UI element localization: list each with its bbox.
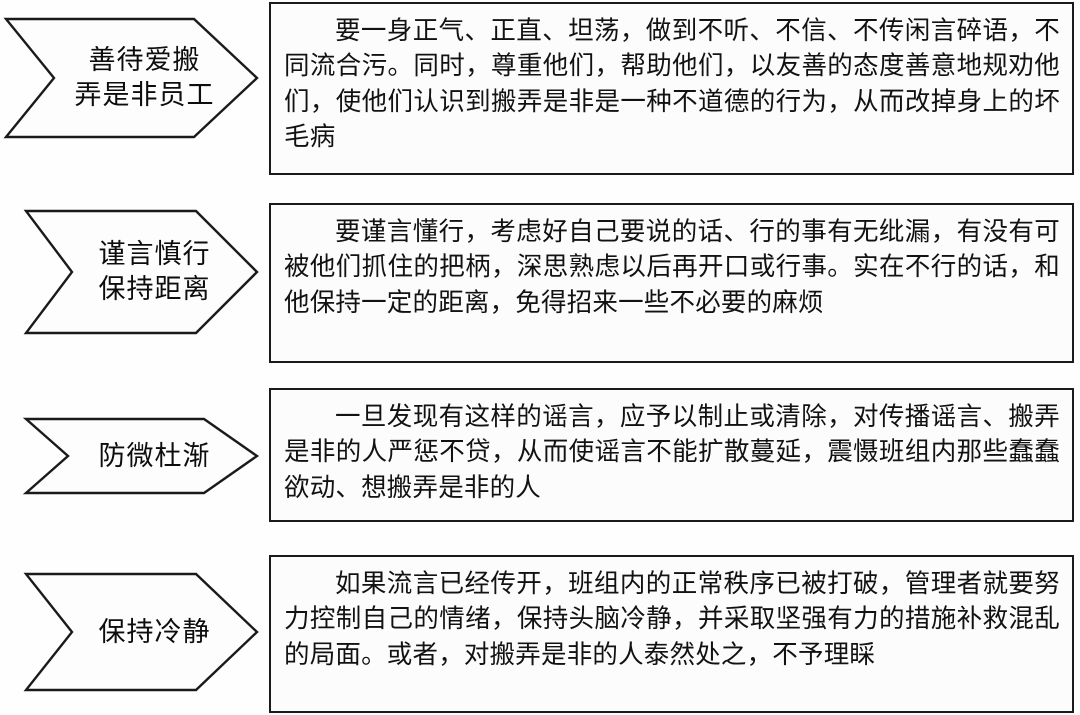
description-text-1: 要一身正气、正直、坦荡，做到不听、不信、不传闲言碎语，不同流合污。同时，尊重他们…: [284, 16, 1060, 151]
description-box-1: 要一身正气、正直、坦荡，做到不听、不信、不传闲言碎语，不同流合污。同时，尊重他们…: [269, 2, 1074, 175]
description-box-2: 要谨言懂行，考虑好自己要说的话、行的事有无纰漏，有没有可被他们抓住的把柄，深思熟…: [269, 203, 1074, 363]
process-row-4: 保持冷静 如果流言已经传开，班组内的正常秩序已被打破，管理者就要努力控制自己的情…: [0, 550, 1080, 715]
description-text-3: 一旦发现有这样的谣言，应予以制止或清除，对传播谣言、搬弄是非的人严惩不贷，从而使…: [284, 402, 1060, 502]
chevron-shape-4[interactable]: 保持冷静: [23, 572, 259, 692]
description-text-4: 如果流言已经传开，班组内的正常秩序已被打破，管理者就要努力控制自己的情绪，保持头…: [284, 569, 1060, 669]
chevron-shape-1[interactable]: 善待爱搬 弄是非员工: [3, 17, 259, 139]
process-row-2: 谨言慎行 保持距离 要谨言懂行，考虑好自己要说的话、行的事有无纰漏，有没有可被他…: [0, 195, 1080, 370]
description-text-2: 要谨言懂行，考虑好自己要说的话、行的事有无纰漏，有没有可被他们抓住的把柄，深思熟…: [284, 217, 1060, 317]
chevron-shape-3[interactable]: 防微杜渐: [22, 417, 260, 495]
description-box-4: 如果流言已经传开，班组内的正常秩序已被打破，管理者就要努力控制自己的情绪，保持头…: [269, 555, 1074, 713]
process-row-3: 防微杜渐 一旦发现有这样的谣言，应予以制止或清除，对传播谣言、搬弄是非的人严惩不…: [0, 385, 1080, 530]
process-row-1: 善待爱搬 弄是非员工 要一身正气、正直、坦荡，做到不听、不信、不传闲言碎语，不同…: [0, 0, 1080, 180]
chevron-shape-2[interactable]: 谨言慎行 保持距离: [23, 209, 259, 335]
description-box-3: 一旦发现有这样的谣言，应予以制止或清除，对传播谣言、搬弄是非的人严惩不贷，从而使…: [269, 388, 1074, 522]
